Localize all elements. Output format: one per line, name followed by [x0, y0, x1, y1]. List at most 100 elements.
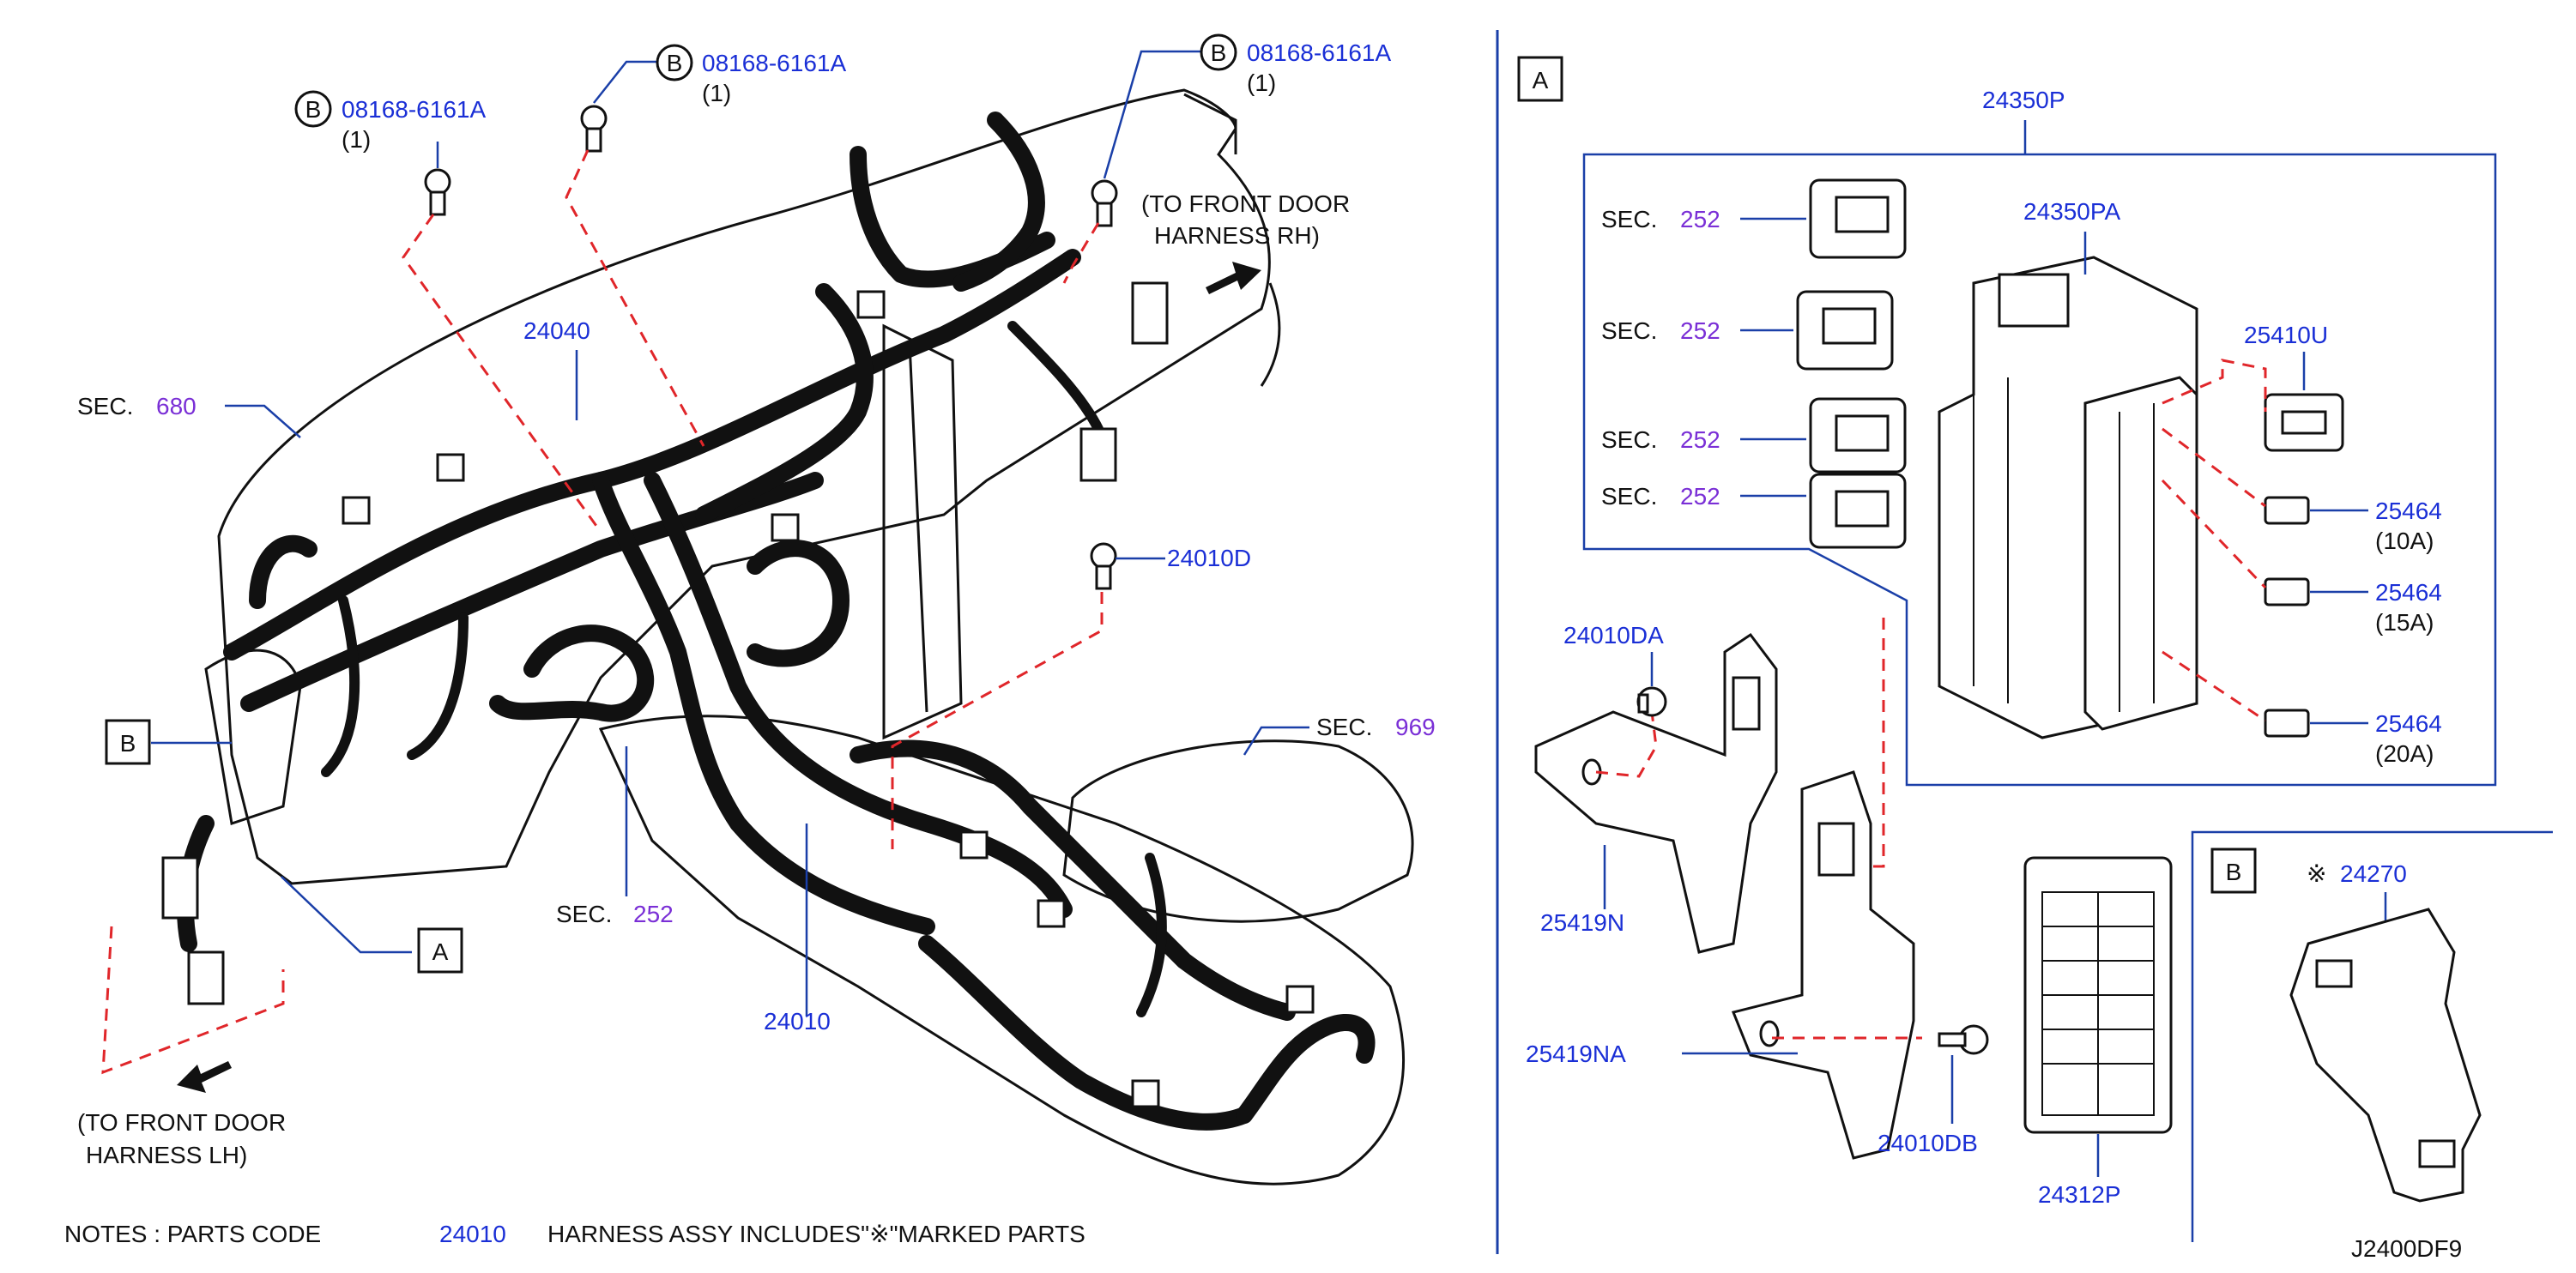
svg-text:252: 252	[1680, 426, 1720, 453]
bracket-25419na	[1731, 770, 1915, 1160]
label-card-part: 24312P	[2038, 1181, 2121, 1208]
view-marker-b: B	[105, 719, 151, 765]
included-mark: ※	[2307, 860, 2326, 887]
relay-icon	[1809, 178, 1907, 259]
bolt-icons	[424, 105, 1118, 590]
relay-icon	[1796, 290, 1894, 371]
panel-a: A 24350P SEC. 252 SEC. 252 SEC. 252 SEC.…	[1517, 56, 2497, 1208]
svg-text:HARNESS ASSY INCLUDES"※"MARK: HARNESS ASSY INCLUDES"※"MARKED PARTS	[547, 1221, 1085, 1247]
svg-text:(20A): (20A)	[2375, 740, 2434, 767]
connector	[771, 513, 800, 542]
fuse-icon	[2264, 709, 2310, 738]
arrow-left-icon	[177, 1061, 232, 1093]
view-marker-a: A	[417, 927, 463, 974]
sec-680-label: SEC. 680	[77, 393, 197, 419]
quantity: (1)	[1247, 69, 1276, 96]
fuse-icon	[2264, 496, 2310, 525]
panel-b-title-box	[2210, 848, 2257, 894]
bolt-icon	[1091, 179, 1118, 227]
panel-b-title: B	[2226, 859, 2242, 885]
svg-text:NOTES : PARTS CODE: NOTES : PARTS CODE	[64, 1221, 321, 1247]
svg-text:SEC.: SEC.	[77, 393, 133, 419]
notes: NOTES : PARTS CODE 24010 HARNESS ASSY IN…	[64, 1221, 1085, 1247]
bolt-icon	[580, 105, 608, 153]
bolt-icon	[1938, 1024, 1989, 1055]
fuse-block	[1938, 256, 2198, 739]
front-door-rh-line2: HARNESS RH)	[1154, 222, 1320, 249]
svg-text:B: B	[120, 730, 136, 757]
relay-sec-3: SEC. 252	[1601, 426, 1720, 453]
connector	[187, 950, 225, 1005]
part-number: 08168-6161A	[1247, 39, 1391, 66]
dashed-guides-left	[101, 149, 1104, 1075]
connector	[1131, 281, 1169, 345]
harness-connectors	[161, 281, 1315, 1108]
svg-text:252: 252	[633, 901, 674, 927]
part-24040: 24040	[523, 317, 590, 344]
svg-text:A: A	[432, 938, 449, 965]
connector	[1037, 899, 1066, 928]
part-number: 08168-6161A	[342, 96, 486, 123]
connector	[436, 453, 465, 482]
svg-text:252: 252	[1680, 483, 1720, 510]
fuse-1-label: 25464 (10A)	[2375, 498, 2442, 554]
svg-text:SEC.: SEC.	[1601, 206, 1657, 232]
part-number: 08168-6161A	[702, 50, 846, 76]
svg-text:969: 969	[1395, 714, 1436, 740]
front-door-lh-line2: HARNESS LH)	[86, 1142, 247, 1168]
assembly-part: 24350P	[1982, 87, 2065, 113]
bolt-callout-2: B 08168-6161A (1)	[656, 44, 846, 106]
bolt-icon	[1636, 686, 1667, 717]
connector	[1285, 985, 1315, 1014]
fuse-icon	[2264, 577, 2310, 606]
sec-252-main-label: SEC. 252	[556, 901, 674, 927]
bolt-db-part: 24010DB	[1878, 1130, 1978, 1156]
part-24010d: 24010D	[1167, 545, 1251, 571]
connector	[1131, 1079, 1160, 1108]
panel-a-title-box	[1517, 56, 1563, 102]
connector	[959, 830, 989, 860]
quantity: (1)	[702, 80, 731, 106]
arrow-icons	[177, 262, 1261, 1093]
lead-lines-left	[151, 50, 1309, 1017]
svg-text:25464: 25464	[2375, 498, 2442, 524]
front-door-lh-line1: (TO FRONT DOOR	[77, 1109, 286, 1136]
callout-symbol: B	[1211, 39, 1227, 66]
relay-sec-1: SEC. 252	[1601, 206, 1720, 232]
panel-b-part: 24270	[2340, 860, 2407, 887]
main-harness	[177, 112, 1376, 1131]
relay-icon	[1809, 397, 1907, 474]
fuse-holder-part: 25410U	[2244, 322, 2328, 348]
svg-text:(15A): (15A)	[2375, 609, 2434, 636]
relay-sec-2: SEC. 252	[1601, 317, 1720, 344]
bolt-da-part: 24010DA	[1563, 622, 1664, 649]
svg-text:SEC.: SEC.	[1601, 426, 1657, 453]
svg-text:25464: 25464	[2375, 710, 2442, 737]
arrow-right-icon	[1206, 262, 1261, 294]
block-part: 24350PA	[2023, 198, 2120, 225]
bracket-25419n	[1534, 632, 1778, 954]
label-card	[2023, 856, 2173, 1134]
bolt-callout-1: B 08168-6161A (1)	[294, 90, 486, 153]
diagram-id: J2400DF9	[2351, 1235, 2462, 1262]
svg-text:25464: 25464	[2375, 579, 2442, 606]
svg-text:(10A): (10A)	[2375, 528, 2434, 554]
panel-a-title: A	[1533, 67, 1549, 94]
bolt-callout-3: B 08168-6161A (1)	[1200, 33, 1391, 96]
svg-text:SEC.: SEC.	[1601, 317, 1657, 344]
sec-969-label: SEC. 969	[1316, 714, 1436, 740]
panel-b: B ※ 24270	[2191, 830, 2553, 1242]
assembly-outline	[1582, 153, 2497, 787]
svg-text:SEC.: SEC.	[556, 901, 612, 927]
connector	[161, 856, 199, 920]
callout-symbol: B	[305, 96, 322, 123]
connector	[856, 290, 886, 319]
front-door-rh-line1: (TO FRONT DOOR	[1141, 190, 1350, 217]
connector	[1079, 427, 1117, 482]
svg-text:24010: 24010	[439, 1221, 506, 1247]
part-24010: 24010	[764, 1008, 831, 1035]
bolt-icon	[1090, 542, 1117, 590]
svg-text:252: 252	[1680, 206, 1720, 232]
relay-sec-4: SEC. 252	[1601, 483, 1720, 510]
